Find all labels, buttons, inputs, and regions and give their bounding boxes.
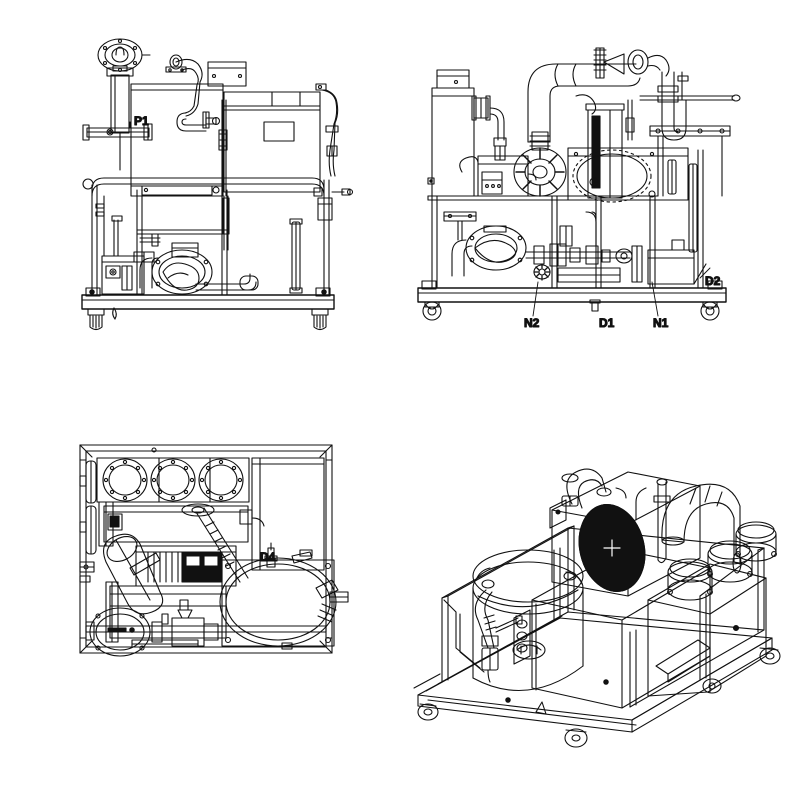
bolted-flange-group	[96, 447, 250, 503]
top-valve-cluster	[593, 47, 670, 79]
top-junction-box	[207, 61, 247, 87]
right-tall-tube	[688, 163, 698, 253]
castor-wheels	[422, 301, 720, 321]
plan-bottom-tab	[131, 639, 293, 650]
iso-upper-rails	[441, 525, 765, 599]
iso-top-nozzles	[667, 521, 777, 601]
center-riser-pipes	[218, 99, 230, 251]
bottom-left-box	[101, 255, 145, 295]
mid-rails	[82, 177, 325, 235]
callout-d4: D4	[260, 550, 276, 564]
iso-skid-frame	[417, 611, 773, 733]
angled-cylinder	[103, 533, 164, 615]
lower-mid-box	[105, 581, 227, 643]
view-plan: D4	[0, 400, 400, 800]
right-top-rail	[639, 94, 741, 102]
callout-leaders	[532, 267, 711, 317]
manway-side-valve	[291, 549, 349, 623]
frame-posts	[431, 149, 704, 289]
callout-n1: N1	[653, 316, 669, 330]
main-tank-body	[130, 83, 224, 197]
right-upper-flange-bar	[649, 125, 731, 197]
iso-top-left-pipes	[561, 468, 627, 509]
pump-assembly	[133, 242, 259, 295]
isometric-svg	[413, 468, 781, 748]
manway-circle	[219, 557, 337, 647]
bottom-valve-manifold	[525, 211, 643, 283]
right-enclosure	[223, 91, 321, 193]
left-pipe-spools	[79, 460, 97, 583]
heat-exchanger-box	[567, 147, 689, 203]
rear-elevation-svg: N2 D1 N1 D2	[417, 47, 741, 331]
left-vertical-vessel	[106, 67, 134, 171]
iso-bottom-details	[413, 624, 740, 715]
vessel-side-flange	[471, 95, 507, 161]
skid-base-frame	[81, 287, 335, 310]
top-large-elbow	[527, 63, 641, 143]
d4-drain-fitting	[264, 542, 278, 568]
vacuum-pump	[513, 131, 567, 197]
center-column-branch	[625, 99, 635, 141]
iso-right-tank	[647, 563, 767, 697]
upper-pipe-elbow	[165, 54, 221, 132]
p1-nozzle-flange	[82, 121, 153, 141]
deck-control-box	[459, 155, 537, 197]
castor-wheels	[87, 307, 329, 331]
view-front-elevation: P1	[0, 0, 400, 400]
lower-left-pipework	[95, 195, 161, 257]
top-flange-assembly	[97, 38, 151, 73]
iso-elbow-duct	[661, 483, 742, 574]
iso-left-hose-valve	[443, 589, 523, 683]
callout-d1: D1	[599, 316, 615, 330]
view-rear-elevation: N2 D1 N1 D2	[400, 0, 800, 400]
iso-down-pipe	[635, 478, 671, 564]
iso-bracket-strip	[513, 609, 531, 665]
callout-d2: D2	[705, 274, 721, 288]
lower-pump	[443, 211, 527, 277]
right-flex-hose	[315, 83, 339, 177]
plan-bottom-pump	[85, 607, 151, 657]
center-sight-column	[575, 94, 625, 199]
long-horizontal-box	[98, 501, 265, 547]
level-sight-glass	[289, 218, 303, 294]
left-tall-vessel	[427, 69, 475, 197]
right-vertical-pipes	[657, 71, 689, 141]
callout-p1: P1	[134, 114, 149, 128]
drip-tray	[647, 239, 707, 285]
skid-base-frame	[417, 280, 727, 303]
central-mech-block	[135, 545, 237, 587]
plan-bottom-pipe-train	[149, 599, 223, 647]
diagonal-hose	[181, 503, 249, 583]
plan-view-svg: D4	[79, 444, 349, 657]
d1-drain-stub	[589, 299, 601, 312]
view-isometric	[400, 400, 800, 800]
front-elevation-svg: P1	[81, 38, 354, 331]
iso-top-housing	[549, 471, 701, 597]
callout-n2: N2	[524, 316, 540, 330]
right-control-box	[313, 187, 354, 221]
